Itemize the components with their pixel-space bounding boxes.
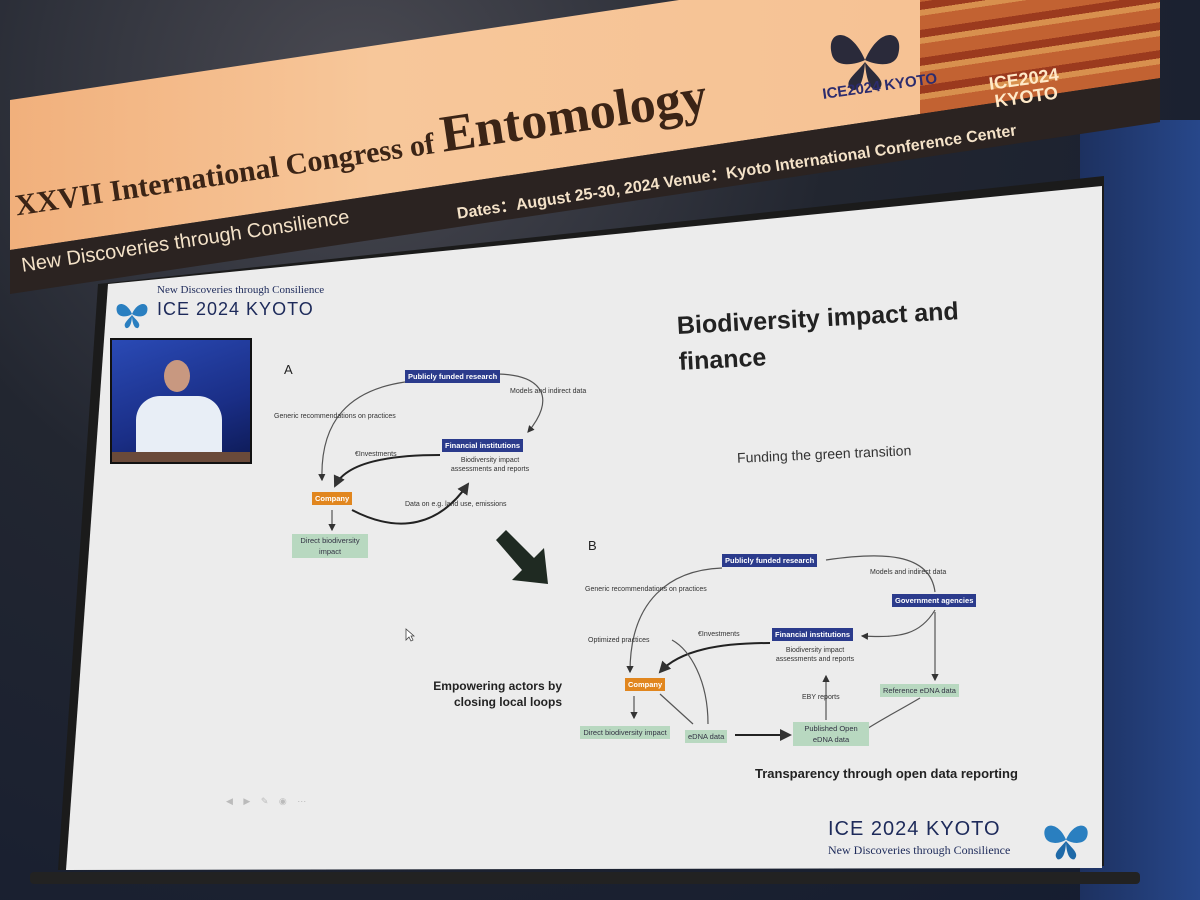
screen-bottom-bar — [30, 872, 1140, 884]
empowering-text: Empowering actors by closing local loops — [433, 679, 562, 709]
financial-box-a: Financial institutions — [442, 439, 524, 452]
generic-note-a: Generic recommendations on practices — [274, 413, 396, 420]
speaker-body — [136, 396, 222, 458]
generic-note-b: Generic recommendations on practices — [585, 586, 707, 593]
research-box-a: Publicly funded research — [405, 370, 501, 383]
impact-note-b: Biodiversity impact assessments and repo… — [775, 647, 855, 663]
company-box-b: Company — [625, 678, 666, 691]
data-note-a: Data on e.g. land use, emissions — [405, 501, 507, 508]
panel-b-label: B — [588, 538, 597, 553]
edna-box-b: eDNA data — [685, 730, 728, 743]
models-note-b: Models and indirect data — [870, 569, 947, 576]
government-box-b: Government agencies — [892, 594, 977, 607]
reference-box-b: Reference eDNA data — [880, 684, 959, 697]
butterfly-logo-icon — [1044, 825, 1088, 860]
slide-logo-top-sub: New Discoveries through Consilience — [157, 284, 325, 296]
optimized-note-b: Optimized practices — [588, 637, 650, 644]
slide-logo-bottom: ICE 2024 KYOTO New Discoveries through C… — [828, 818, 1010, 858]
speaker-head — [164, 360, 190, 392]
slide-toolbar: ◀ ▶ ✎ ◉ ⋯ — [226, 796, 310, 807]
slide-logo-top-main: ICE 2024 KYOTO — [157, 299, 314, 319]
models-note-a: Models and indirect data — [510, 388, 587, 395]
eby-note-b: EBY reports — [802, 694, 840, 701]
company-box-a: Company — [312, 492, 353, 505]
panel-a-label: A — [284, 362, 293, 377]
speaker-video-feed — [110, 338, 252, 464]
butterfly-logo-icon — [116, 304, 148, 329]
research-box-b: Publicly funded research — [722, 554, 818, 567]
direct-impact-box-a: Direct biodiversity impact — [292, 534, 368, 558]
financial-box-b: Financial institutions — [772, 628, 854, 641]
investments-note-b: €Investments — [698, 631, 740, 638]
impact-note-a: Biodiversity impact assessments and repo… — [450, 457, 530, 473]
butterfly-logo-icon — [830, 35, 900, 91]
arrow-down-right-icon — [496, 530, 548, 584]
direct-impact-box-b: Direct biodiversity impact — [580, 726, 670, 739]
investments-note-a: €Investments — [355, 451, 397, 458]
projection-screen — [66, 186, 1102, 870]
slide-logo-bottom-main: ICE 2024 KYOTO — [828, 818, 1001, 840]
toolbar-icons: ◀ ▶ ✎ ◉ ⋯ — [226, 796, 311, 806]
slide-logo-bottom-sub: New Discoveries through Consilience — [828, 843, 1011, 857]
podium — [112, 452, 250, 462]
mouse-cursor-icon — [405, 628, 415, 642]
transparency-text: Transparency through open data reporting — [755, 766, 1018, 781]
published-box-b: Published Open eDNA data — [793, 722, 869, 746]
